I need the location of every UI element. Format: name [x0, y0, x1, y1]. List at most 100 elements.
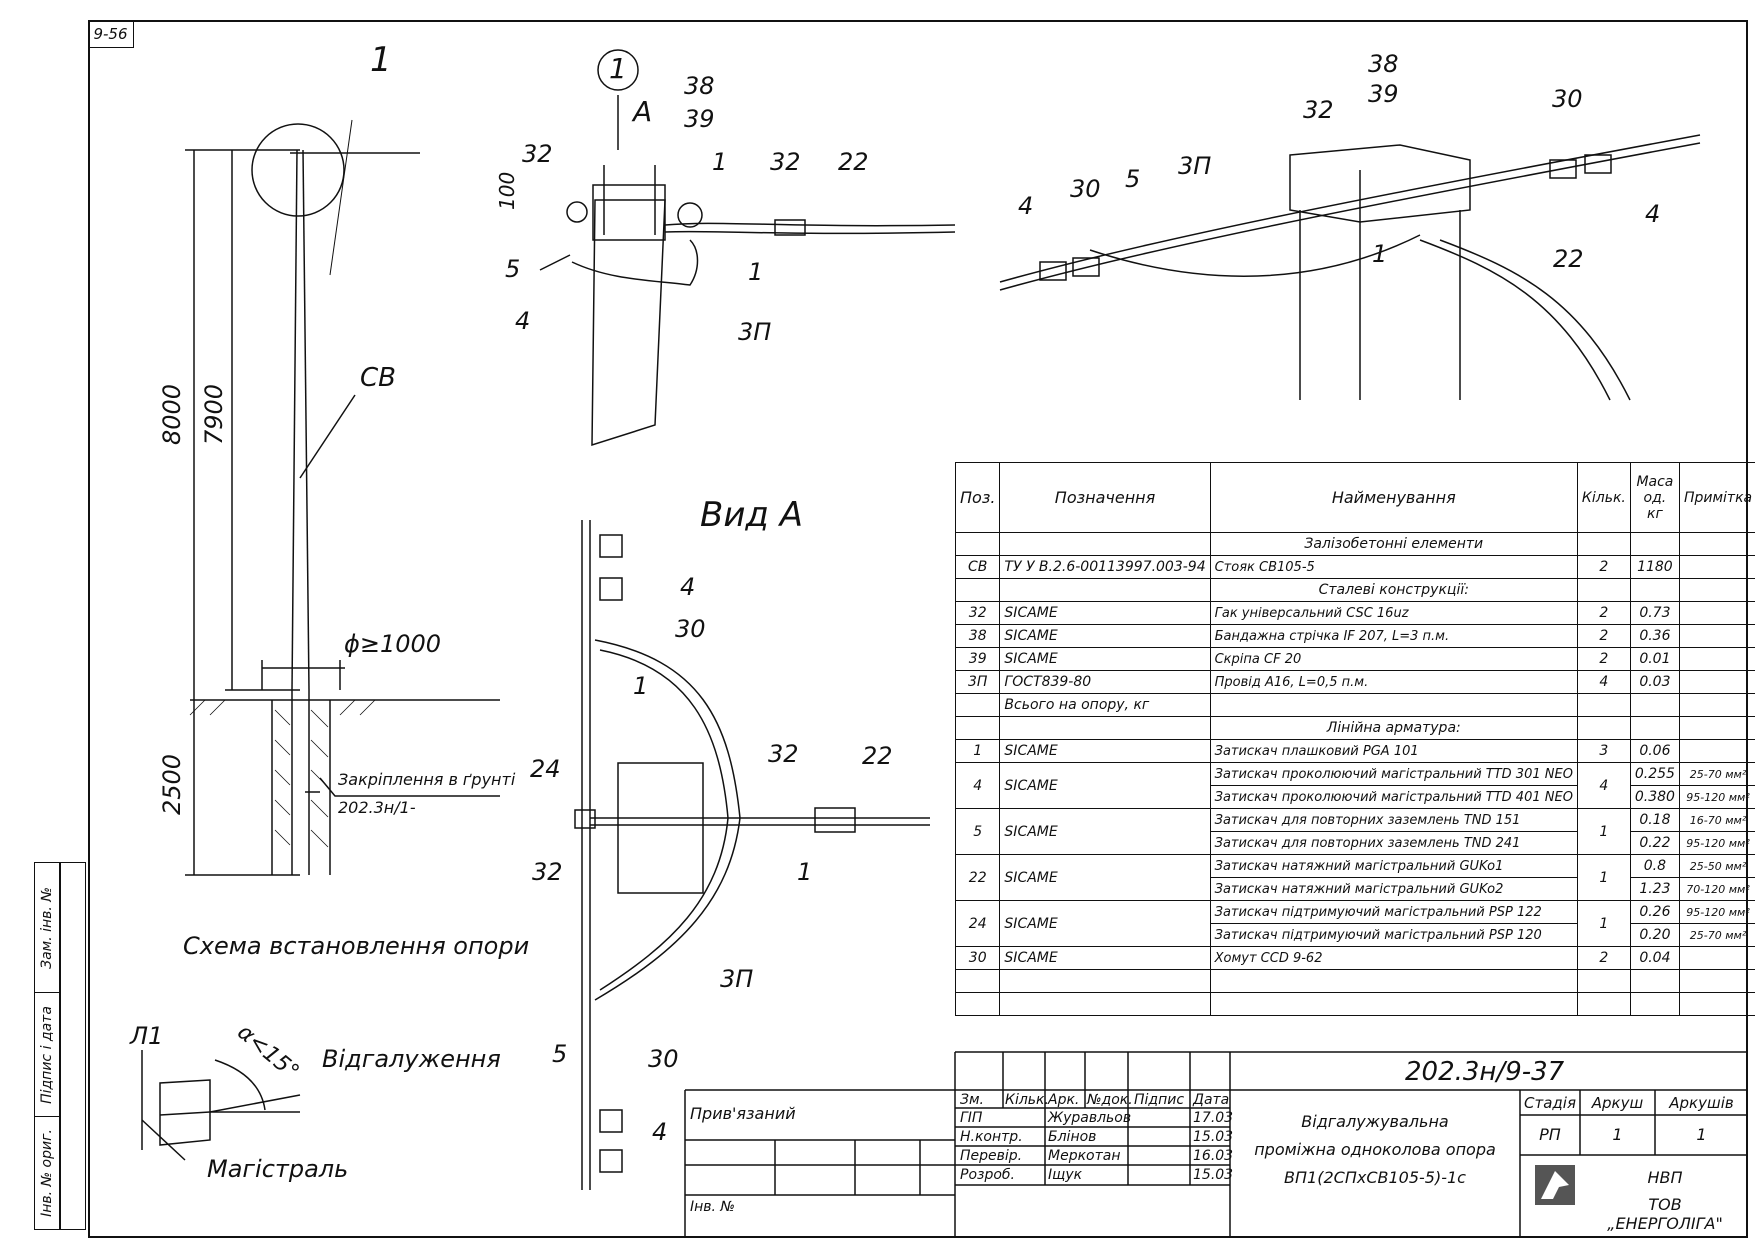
detail-label-32b: 32: [770, 148, 801, 176]
spec-name: Затискач проколюючий магістральний TTD 3…: [1209, 762, 1578, 786]
spec-name: [1209, 693, 1578, 717]
spec-qty: 3: [1576, 739, 1631, 763]
spec-note: [1678, 693, 1755, 717]
spec-cell: [999, 992, 1211, 1016]
spec-cell: [1629, 578, 1680, 602]
spec-name: Затискач плашковий PGA 101: [1209, 739, 1578, 763]
pole-label: СВ: [360, 363, 396, 393]
view-a-label-3p: 3П: [720, 965, 754, 993]
detail-view-1: [539, 49, 956, 447]
spec-section-title: Сталеві конструкції:: [1209, 578, 1578, 602]
iso-label-30a: 30: [1552, 85, 1583, 113]
spec-cell: [1678, 969, 1755, 993]
spec-section-title: Залізобетонні елементи: [1209, 532, 1578, 556]
detail-label-38: 38: [684, 72, 715, 100]
detail-label-4: 4: [515, 307, 531, 335]
view-a-title: Вид А: [700, 495, 803, 535]
spec-cell: [1576, 578, 1631, 602]
header-note: Примітка: [1678, 462, 1755, 533]
spec-cell: [1678, 532, 1755, 556]
spec-cell: [999, 969, 1211, 993]
spec-pos: 32: [954, 601, 1001, 625]
spec-name: Скріпа CF 20: [1209, 647, 1578, 671]
main-label: Магістраль: [207, 1155, 349, 1183]
tb-title-3: ВП1(2СПхСВ105-5)-1с: [1284, 1168, 1466, 1187]
spec-qty: 2: [1576, 624, 1631, 648]
view-a-label-4a: 4: [680, 573, 696, 601]
spec-note: 95-120 мм²: [1678, 831, 1755, 855]
spec-cell: [954, 578, 1001, 602]
spec-pos: СВ: [954, 555, 1001, 579]
spec-pos: 38: [954, 624, 1001, 648]
tb-attached: Прив'язаний: [690, 1104, 796, 1123]
spec-code: SICAME: [999, 624, 1211, 648]
detail-label-1b: 1: [748, 258, 764, 286]
spec-mass: 0.20: [1629, 923, 1680, 947]
spec-mass: 0.36: [1629, 624, 1680, 648]
ground-note-2: 202.3н/1-: [338, 798, 416, 817]
spec-note: [1678, 739, 1755, 763]
spec-row: [954, 992, 1755, 1016]
spec-code: SICAME: [999, 647, 1211, 671]
view-a-label-1b: 1: [797, 858, 813, 886]
spec-note: [1678, 946, 1755, 970]
detail-arrow-label: А: [633, 95, 653, 128]
side-cell-sign: Підпис і дата: [35, 993, 59, 1117]
header-name: Найменування: [1209, 462, 1578, 533]
tb-sheets: 1: [1696, 1125, 1707, 1144]
view-a-label-1a: 1: [633, 672, 649, 700]
tb-doc-code: 202.3н/9-37: [1405, 1057, 1565, 1087]
spec-note: [1678, 601, 1755, 625]
specification-table: Поз. Позначення Найменування Кільк. Маса…: [954, 462, 1755, 1016]
tb-org-2: ТОВ „ЕНЕРГОЛІГА": [1607, 1195, 1723, 1233]
spec-qty: 2: [1576, 946, 1631, 970]
tb-col-sheet: Арк.: [1048, 1092, 1080, 1108]
spec-pos: 1: [954, 739, 1001, 763]
spec-code: ТУ У В.2.6-00113997.003-94: [999, 555, 1211, 579]
spec-cell: [1629, 969, 1680, 993]
detail-label-32a: 32: [522, 140, 553, 168]
spec-pos: 22: [954, 854, 1001, 901]
tb-name-0: Журавльов: [1048, 1110, 1132, 1126]
spec-code: SICAME: [999, 854, 1211, 901]
spec-cell: [954, 969, 1001, 993]
tb-role-3: Розроб.: [960, 1167, 1015, 1183]
spec-code: ГОСТ839-80: [999, 670, 1211, 694]
spec-code: SICAME: [999, 601, 1211, 625]
spec-code: SICAME: [999, 808, 1211, 855]
iso-label-38: 38: [1368, 50, 1399, 78]
spec-cell: [1678, 578, 1755, 602]
spec-code: SICAME: [999, 739, 1211, 763]
spec-pos: 30: [954, 946, 1001, 970]
side-cell-replace: Зам. інв. №: [35, 863, 59, 993]
spec-mass: 1.23: [1629, 877, 1680, 901]
spec-row: Лінійна арматура:: [954, 716, 1755, 740]
spec-row: [954, 969, 1755, 993]
spec-cell: [1209, 992, 1578, 1016]
tb-title-1: Відгалужувальна: [1301, 1112, 1449, 1131]
iso-label-1: 1: [1372, 240, 1388, 268]
iso-label-30b: 30: [1070, 175, 1101, 203]
view-a-label-32b: 32: [532, 858, 563, 886]
tb-stage: РП: [1539, 1125, 1561, 1144]
spec-cell: [999, 578, 1211, 602]
spec-note: 25-70 мм²: [1678, 923, 1755, 947]
spec-row: Затискач проколюючий магістральний TTD 4…: [956, 785, 1755, 809]
spec-name: Затискач для повторних заземлень TND 151: [1209, 808, 1578, 832]
spec-cell: [954, 992, 1001, 1016]
iso-label-39: 39: [1368, 80, 1399, 108]
view-a-label-22: 22: [862, 742, 893, 770]
spec-name: Затискач підтримуючий магістральний PSP …: [1209, 923, 1578, 947]
spec-mass: 0.380: [1629, 785, 1680, 809]
tb-name-1: Блінов: [1048, 1129, 1097, 1145]
header-code: Позначення: [999, 462, 1211, 533]
spec-cell: [954, 532, 1001, 556]
spec-row: Затискач підтримуючий магістральний PSP …: [956, 923, 1755, 947]
angle-sketch: [141, 1050, 301, 1161]
spec-cell: [1629, 532, 1680, 556]
tb-date-3: 15.03: [1193, 1167, 1234, 1183]
tb-name-2: Меркотан: [1048, 1148, 1121, 1164]
